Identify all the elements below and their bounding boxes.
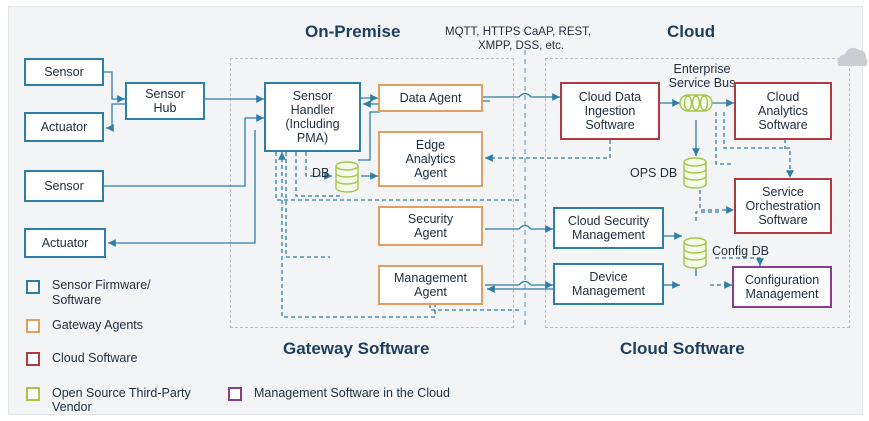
ops-db-label: OPS DB	[630, 166, 678, 180]
service-orchestration-box[interactable]: Service Orchestration Software	[734, 178, 832, 234]
legend-label-firmware: Sensor Firmware/ Software	[52, 278, 151, 307]
data-agent-box[interactable]: Data Agent	[378, 84, 483, 112]
sensor-box[interactable]: Sensor	[24, 58, 104, 86]
database-icon	[683, 157, 707, 189]
protocols-line2: XMPP, DSS, etc.	[478, 40, 565, 52]
database-icon	[683, 237, 707, 269]
config-db-label: Config DB	[712, 244, 769, 258]
legend-label-mgmt-cloud: Management Software in the Cloud	[254, 386, 450, 400]
sensor-handler-box[interactable]: Sensor Handler (Including PMA)	[264, 82, 361, 152]
legend-label-cloud-software: Cloud Software	[52, 351, 138, 365]
esb-label: Enterprise Service Bus	[668, 62, 736, 90]
cloud-security-management-box[interactable]: Cloud Security Management	[553, 207, 664, 249]
legend-swatch-gateway-agents	[26, 319, 40, 333]
legend-swatch-firmware	[26, 280, 40, 294]
management-agent-box[interactable]: Management Agent	[378, 265, 483, 305]
cloud-data-ingestion-box[interactable]: Cloud Data Ingestion Software	[560, 82, 660, 140]
gateway-software-title: Gateway Software	[283, 339, 430, 358]
on-premise-title: On-Premise	[305, 22, 401, 41]
actuator-box-2[interactable]: Actuator	[24, 228, 106, 258]
edge-analytics-agent-box[interactable]: Edge Analytics Agent	[378, 131, 483, 187]
sensor-box-2[interactable]: Sensor	[24, 170, 104, 202]
database-icon	[335, 161, 359, 193]
sensor-hub-box[interactable]: Sensor Hub	[125, 82, 205, 120]
security-agent-box[interactable]: Security Agent	[378, 206, 483, 246]
cloud-icon	[837, 47, 868, 66]
on-premise-zone	[230, 58, 514, 328]
legend-label-gateway-agents: Gateway Agents	[52, 318, 144, 332]
cloud-title: Cloud	[667, 22, 716, 41]
legend-swatch-mgmt-cloud	[228, 387, 242, 401]
legend-swatch-open-source	[26, 387, 40, 401]
actuator-box[interactable]: Actuator	[24, 112, 104, 142]
cloud-analytics-box[interactable]: Cloud Analytics Software	[734, 82, 832, 140]
protocols-line1: MQTT, HTTPS CaAP, REST,	[445, 26, 592, 38]
service-bus-icon	[679, 94, 713, 112]
device-management-box[interactable]: Device Management	[553, 263, 664, 305]
db-label: DB	[312, 166, 330, 180]
cloud-zone	[545, 58, 850, 328]
legend-label-open-source: Open Source Third-Party Vendor	[52, 386, 191, 414]
legend-swatch-cloud-software	[26, 352, 40, 366]
cloud-software-title: Cloud Software	[620, 339, 745, 358]
configuration-management-box[interactable]: Configuration Management	[732, 266, 832, 308]
